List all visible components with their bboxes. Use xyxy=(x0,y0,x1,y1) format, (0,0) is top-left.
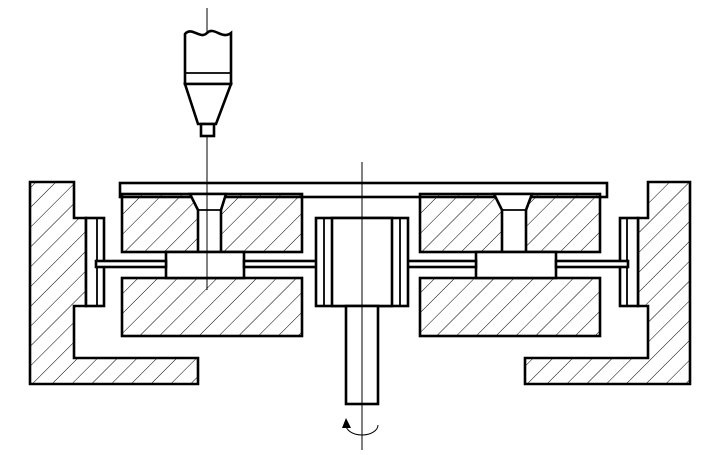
right-cavity xyxy=(396,250,630,280)
left-lower-mold-block xyxy=(120,276,304,338)
rotation-arrow xyxy=(342,418,379,436)
center-shaft xyxy=(344,162,380,450)
left-bracket xyxy=(28,180,200,386)
right-cavity-insert xyxy=(474,250,558,280)
right-rod-outer xyxy=(554,259,630,269)
left-rod-inner xyxy=(242,259,326,269)
nozzle-barrel xyxy=(183,29,233,86)
right-upper-mold-block xyxy=(418,192,602,254)
right-lower-mold-block xyxy=(418,276,602,338)
left-cavity-insert xyxy=(164,250,246,280)
right-bracket xyxy=(523,180,692,386)
rotation-arrowhead xyxy=(342,418,351,428)
left-cavity xyxy=(94,140,326,290)
left-upper-mold-block xyxy=(120,192,304,254)
nozzle xyxy=(183,8,233,140)
left-rod-outer xyxy=(94,259,168,269)
right-rod-inner xyxy=(396,259,478,269)
nozzle-cone xyxy=(183,82,233,126)
nozzle-tip xyxy=(199,122,216,138)
